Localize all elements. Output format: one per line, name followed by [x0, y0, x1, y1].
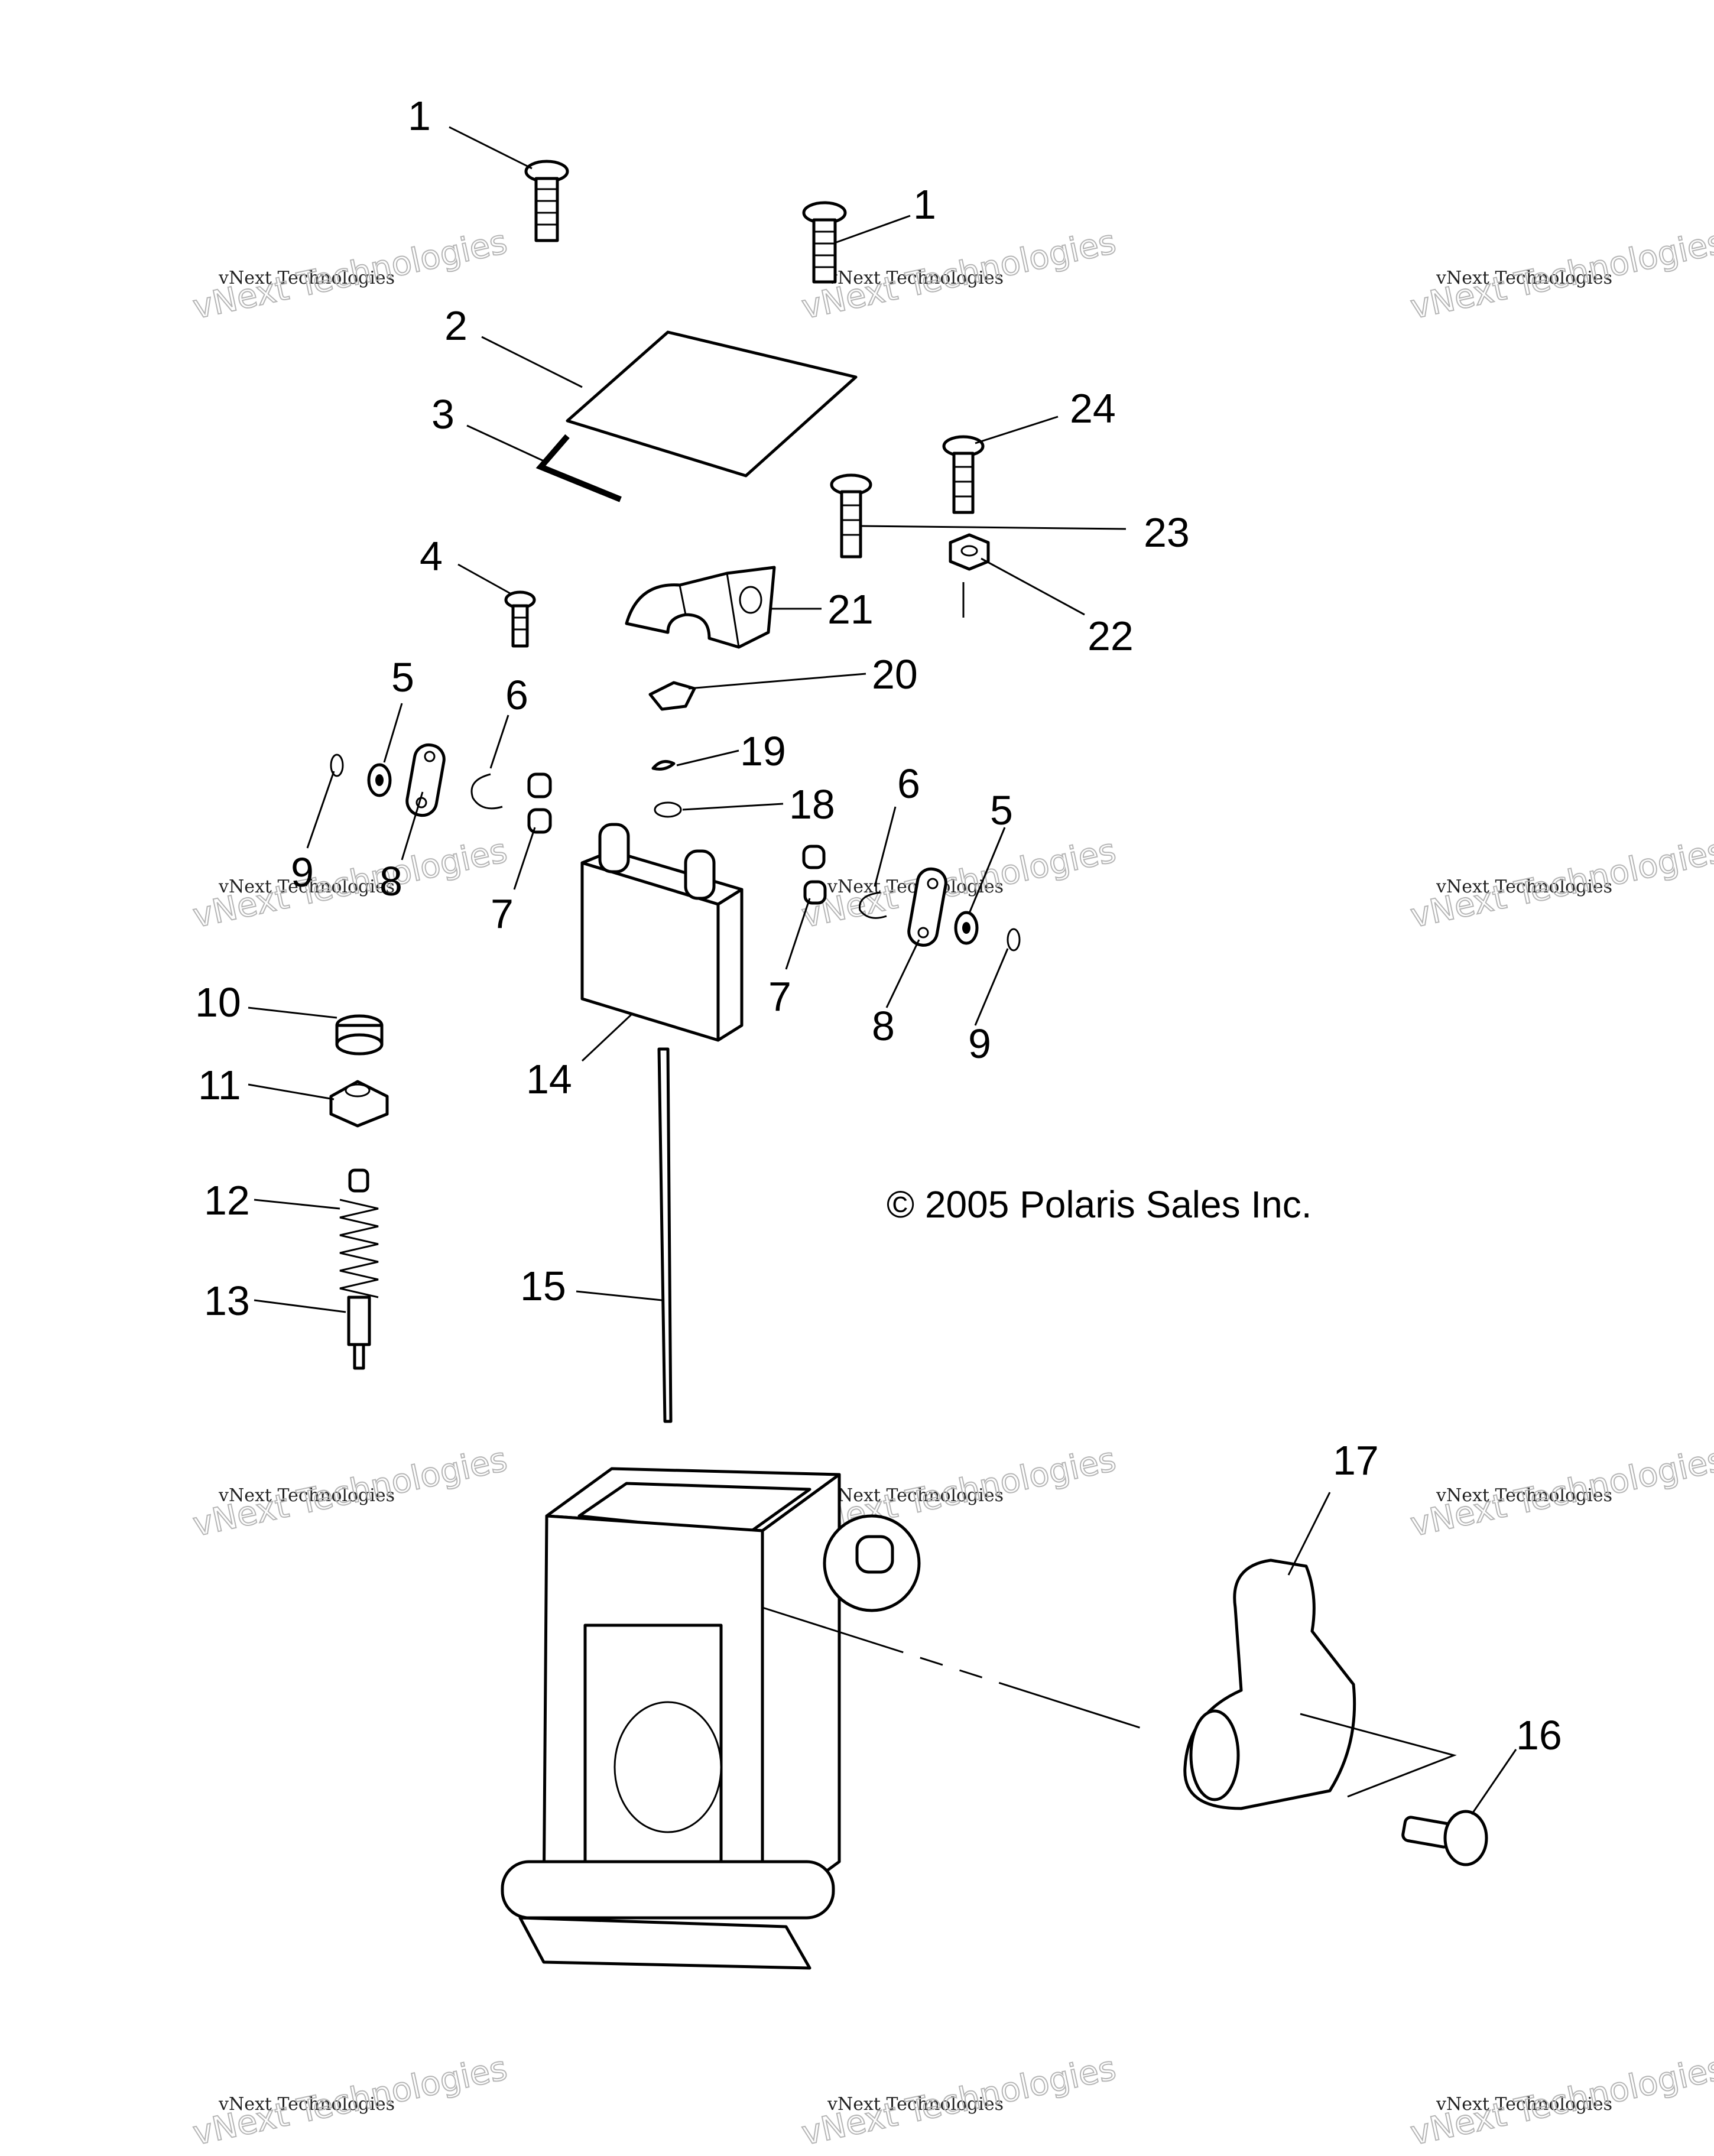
part-4-screw	[504, 590, 536, 648]
callout-8: 8	[872, 1003, 895, 1049]
part-16-screw	[1401, 1810, 1488, 1866]
part-17-throttle-lever	[1183, 1558, 1457, 1810]
part-12-spring	[339, 1168, 379, 1298]
callout-11: 11	[198, 1062, 241, 1108]
callout-22: 22	[1088, 613, 1134, 659]
callout-8: 8	[379, 858, 402, 904]
part-8-link-left	[405, 743, 446, 817]
callout-9: 9	[291, 849, 314, 895]
part-14-throttle-slide	[580, 823, 744, 1042]
part-6-spring-right	[858, 891, 887, 919]
callout-1: 1	[913, 181, 936, 228]
watermark-text: vNext Technologies	[827, 2094, 1004, 2115]
watermark-text: vNext Technologies	[827, 1485, 1004, 1506]
part-9-clip-left	[330, 754, 344, 777]
part-1-screw-right	[802, 201, 847, 284]
callout-13: 13	[204, 1278, 250, 1324]
leader-lines	[248, 126, 1517, 1815]
part-1-screw-left	[524, 160, 569, 242]
watermark-text: vNext Technologies	[1436, 268, 1612, 288]
callout-3: 3	[431, 391, 455, 437]
callout-6: 6	[505, 672, 528, 718]
part-7-bushing-right	[802, 845, 827, 905]
watermark-text: vNext Technologies	[827, 268, 1004, 288]
callout-20: 20	[872, 651, 918, 697]
watermark-text: vNext Technologies	[218, 876, 395, 897]
part-9-clip-right	[1007, 928, 1021, 952]
callout-2: 2	[444, 303, 468, 349]
part-2-cover-plate	[566, 330, 858, 478]
watermark-text: vNext Technologies	[218, 1485, 395, 1506]
callout-6: 6	[897, 761, 920, 807]
part-11-nut	[329, 1080, 389, 1128]
callout-4: 4	[420, 533, 443, 579]
part-10-spacer	[335, 1014, 384, 1056]
part-13-plunger	[347, 1295, 371, 1370]
callout-12: 12	[204, 1177, 250, 1223]
callout-5: 5	[391, 654, 414, 700]
part-18-washer	[654, 801, 682, 818]
callout-9: 9	[968, 1021, 991, 1067]
carburetor-body	[501, 1467, 1153, 1970]
part-23-screw	[830, 473, 872, 559]
callout-19: 19	[740, 728, 786, 774]
part-6-spring-left	[470, 773, 503, 810]
part-19-clip	[651, 759, 676, 771]
watermark-text: vNext Technologies	[218, 2094, 395, 2115]
callout-10: 10	[195, 979, 241, 1025]
callout-24: 24	[1070, 385, 1116, 431]
callout-18: 18	[789, 781, 835, 827]
callout-21: 21	[827, 586, 874, 632]
watermark-text: vNext Technologies	[1436, 876, 1612, 897]
part-22-nut	[949, 533, 990, 618]
callout-7: 7	[768, 973, 791, 1019]
callout-7: 7	[491, 891, 514, 937]
part-3-gasket	[535, 434, 622, 502]
callout-15: 15	[520, 1263, 566, 1309]
callout-17: 17	[1333, 1437, 1379, 1483]
part-5-washer-left	[367, 763, 392, 797]
callout-14: 14	[526, 1056, 572, 1102]
callout-1: 1	[408, 93, 431, 139]
part-7-bushing-left	[527, 772, 552, 834]
part-8-link-right	[907, 867, 947, 947]
copyright-notice: © 2005 Polaris Sales Inc.	[887, 1183, 1312, 1226]
callouts: 1 1 2 3 4 5 6 7 8 9 10 11 12 13 14 15 16…	[195, 93, 1562, 1758]
callout-16: 16	[1516, 1712, 1562, 1758]
part-20-clip	[648, 681, 696, 711]
callout-5: 5	[990, 787, 1013, 833]
watermark-text: vNext Technologies	[1436, 2094, 1612, 2115]
watermark-text: vNext Technologies	[218, 268, 395, 288]
part-5-washer-right	[954, 911, 979, 945]
part-15-jet-needle	[657, 1047, 673, 1423]
part-21-bracket	[625, 566, 776, 649]
part-24-screw	[942, 435, 985, 514]
watermark-text: vNext Technologies	[1436, 1485, 1612, 1506]
callout-23: 23	[1144, 509, 1190, 556]
